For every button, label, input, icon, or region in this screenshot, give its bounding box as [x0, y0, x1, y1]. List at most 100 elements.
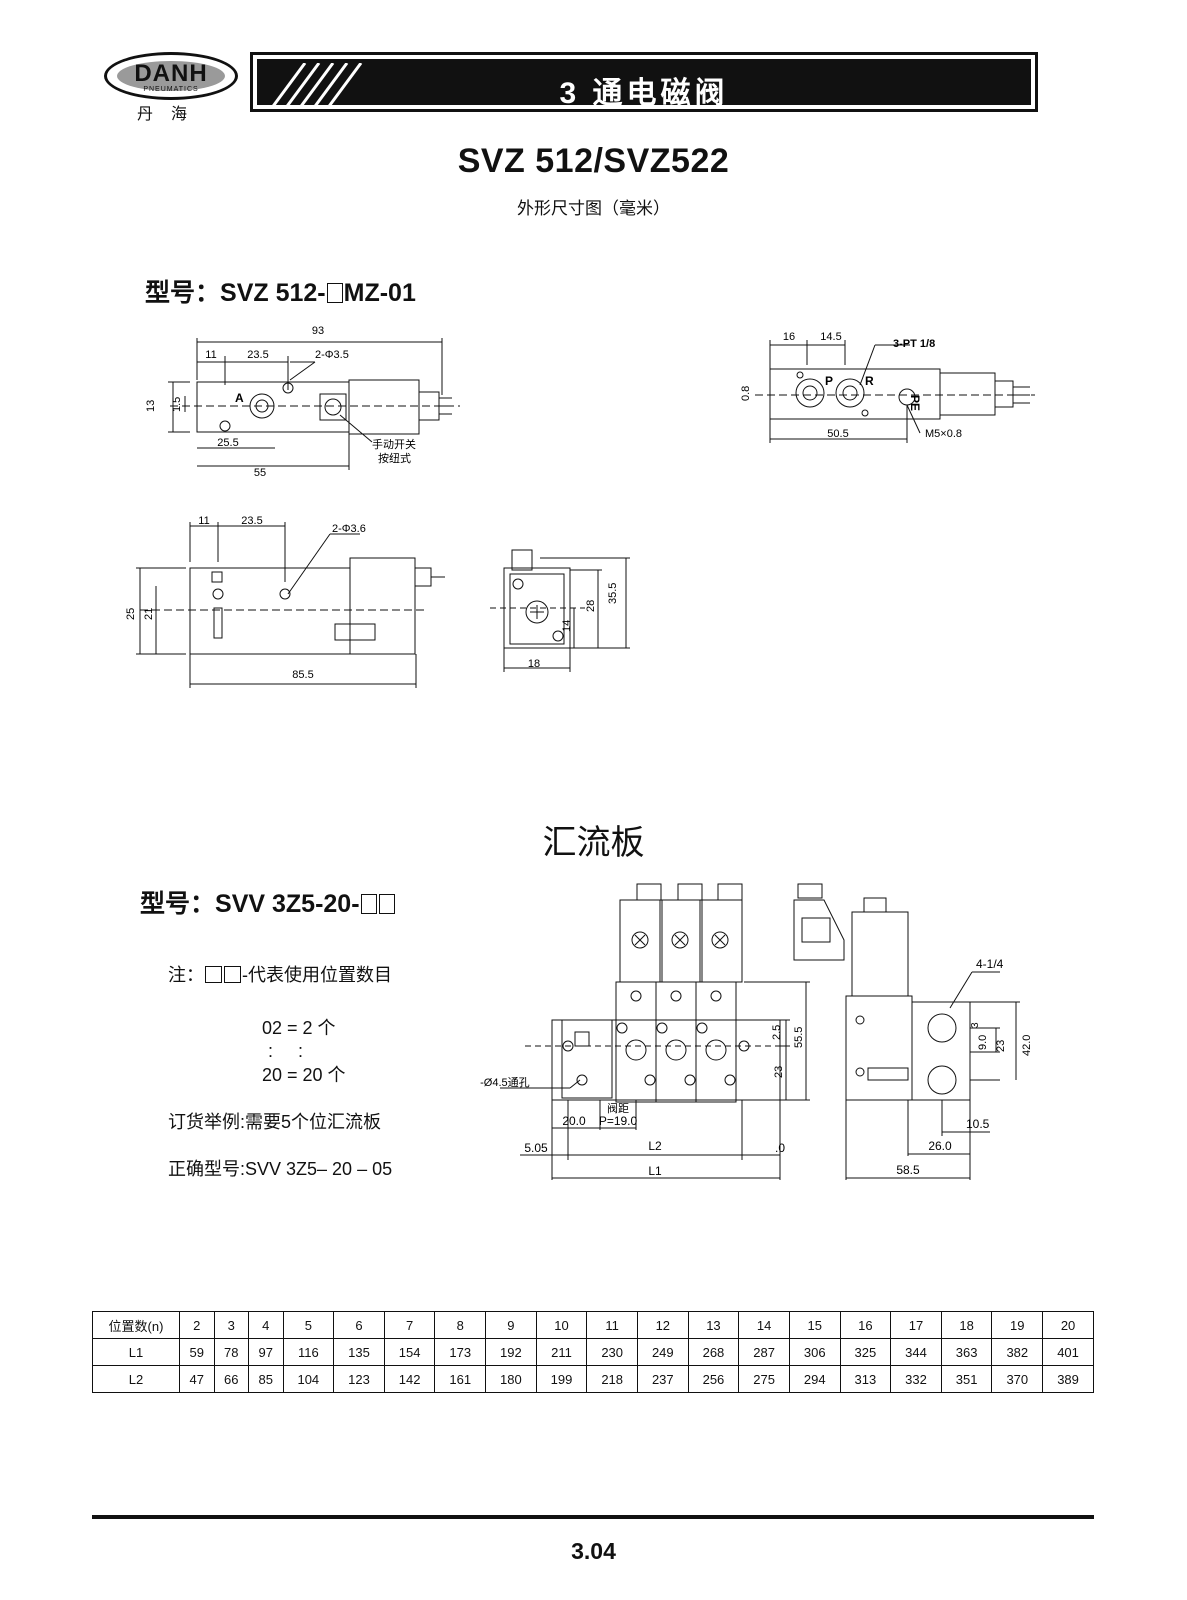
dim-93: 93: [312, 325, 324, 337]
note-line: 注：-代表使用位置数目: [168, 965, 392, 985]
table-cell: 142: [383, 1365, 436, 1393]
table-header-cell: 14: [738, 1311, 790, 1339]
table-cell: 104: [282, 1365, 335, 1393]
table-header-cell: 4: [248, 1311, 284, 1339]
logo-wordmark: DANH: [134, 60, 208, 87]
banner-stripes: [269, 63, 363, 109]
placeholder-box: [224, 966, 241, 983]
dim-9: 9.0: [977, 1035, 989, 1050]
table-cell: 275: [738, 1365, 790, 1393]
note-example-02: 02 = 2 个: [262, 1018, 336, 1038]
table-header-cell: 18: [940, 1311, 993, 1339]
table-cell: 123: [333, 1365, 385, 1393]
table-header-cell: 20: [1042, 1311, 1094, 1339]
table-cell: 401: [1042, 1338, 1094, 1366]
placeholder-box: [378, 894, 395, 914]
table-header-cell: 10: [535, 1311, 588, 1339]
page-title: SVZ 512/SVZ522: [457, 142, 730, 180]
table-cell: 344: [890, 1338, 942, 1366]
dim-11: 11: [198, 515, 209, 527]
table-header-cell: 8: [434, 1311, 487, 1339]
manifold-side-drawing: 4-1/4 3 9.0 23 42.0 10.5 26.0 58.5: [793, 883, 1033, 1180]
valve-top-view-drawing: 93 11 23.5 2-Φ3.5 13 1.5 A 25.5 55 手动开关 …: [145, 325, 460, 479]
dim-13: 13: [145, 400, 157, 412]
port-pe-label: PE: [908, 395, 922, 411]
dim-l2: L2: [648, 1139, 662, 1153]
table-header-cell: 17: [890, 1311, 942, 1339]
dim-l1: L1: [648, 1164, 662, 1178]
port-a-label: A: [235, 391, 244, 405]
chapter-banner: 3 通电磁阀: [250, 52, 1038, 112]
page-subtitle: 外形尺寸图（毫米）: [517, 199, 670, 218]
valve-side-view-drawing: 16 14.5 3-PT 1/8 0.8 P R PE 50.5 M5×0.8: [740, 331, 1035, 443]
dim-hole: 2-Φ3.5: [315, 349, 349, 361]
dim-0-8: 0.8: [740, 386, 752, 401]
table-cell: 154: [383, 1338, 436, 1366]
table-cell: 211: [535, 1338, 588, 1366]
logo-chinese-name: 丹海: [136, 106, 205, 123]
section-title-manifold: 汇流板: [542, 824, 645, 862]
table-header-cell: 9: [485, 1311, 537, 1339]
table-cell: 116: [282, 1338, 335, 1366]
table-cell: 78: [213, 1338, 249, 1366]
model-label-manifold: 型号：SVV 3Z5-20-: [140, 884, 396, 920]
dim-16: 16: [783, 331, 795, 343]
table-cell: 256: [687, 1365, 740, 1393]
table-header-cell: 15: [788, 1311, 841, 1339]
dim-11: 11: [205, 349, 216, 361]
dim-hole: 2-Φ3.6: [332, 523, 366, 535]
dim-50-5: 50.5: [827, 428, 848, 440]
table-cell: 66: [213, 1365, 249, 1393]
dim-14-5: 14.5: [820, 331, 841, 343]
table-header-cell: 5: [282, 1311, 335, 1339]
table-cell: 237: [636, 1365, 689, 1393]
page-number: 3.04: [571, 1538, 616, 1564]
placeholder-box: [205, 966, 222, 983]
table-header-cell: 16: [839, 1311, 892, 1339]
dim-55-5: 55.5: [793, 1027, 805, 1048]
chapter-title: 3 通电磁阀: [559, 77, 729, 110]
dim-23-5: 23.5: [247, 349, 268, 361]
table-cell: 325: [839, 1338, 892, 1366]
dim-through-hole: 2-Ø4.5通孔: [480, 1076, 530, 1089]
table-cell: 294: [788, 1365, 841, 1393]
dim-1-5: 1.5: [171, 397, 183, 412]
table-cell: 199: [535, 1365, 588, 1393]
table-cell: 85: [248, 1365, 284, 1393]
dim-3: 3: [970, 1022, 981, 1028]
table-header-cell: 位置数(n): [92, 1311, 180, 1339]
table-cell: 306: [788, 1338, 841, 1366]
dim-58-5: 58.5: [896, 1163, 920, 1177]
table-cell: 47: [179, 1365, 215, 1393]
dim-18: 18: [528, 658, 540, 670]
placeholder-box: [326, 283, 343, 303]
table-cell: 363: [940, 1338, 993, 1366]
logo-subtitle: PNEUMATICS: [143, 86, 199, 93]
manifold-front-drawing: 2-Ø4.5通孔 20.0 阀距 P=19.0 5.05 L2 .0 L1 2.…: [480, 883, 810, 1180]
note-example-20: 20 = 20 个: [262, 1065, 346, 1085]
table-cell: 230: [586, 1338, 638, 1366]
placeholder-box: [360, 894, 377, 914]
port-size-label: 4-1/4: [976, 957, 1004, 971]
table-header-cell: 11: [586, 1311, 638, 1339]
table-header-cell: 13: [687, 1311, 740, 1339]
dim-14: 14: [561, 620, 573, 632]
table-cell: 192: [485, 1338, 537, 1366]
dim-pitch: P=19.0: [599, 1114, 638, 1128]
thread-label: 3-PT 1/8: [893, 338, 935, 350]
manual-switch-label: 手动开关: [372, 437, 416, 451]
table-cell: 135: [333, 1338, 385, 1366]
dim-55: 55: [254, 467, 266, 479]
dim-23-5: 23.5: [241, 515, 262, 527]
dim-5-05: 5.05: [524, 1141, 548, 1155]
dim-25-5: 25.5: [217, 437, 238, 449]
dim-28: 28: [585, 600, 597, 612]
table-cell: 313: [839, 1365, 892, 1393]
table-header-cell: 19: [991, 1311, 1044, 1339]
table-cell: 173: [434, 1338, 487, 1366]
correct-model: 正确型号:SVV 3Z5– 20 – 05: [168, 1159, 393, 1179]
table-cell: 389: [1042, 1365, 1094, 1393]
button-type-label: 按纽式: [378, 451, 411, 465]
